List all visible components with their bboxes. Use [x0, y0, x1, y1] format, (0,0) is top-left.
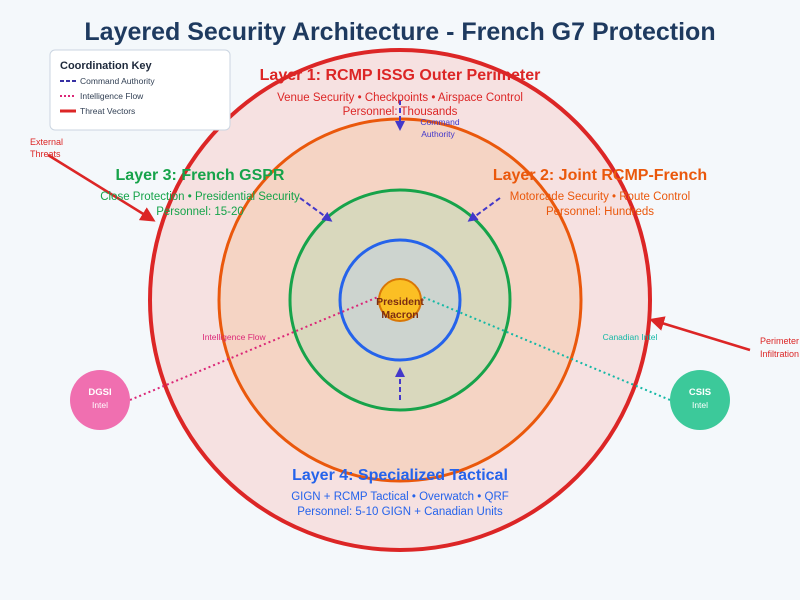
layer-2-title: Layer 2: Joint RCMP-French — [493, 167, 707, 184]
layer-1-description: Venue Security • Checkpoints • Airspace … — [277, 92, 523, 104]
page-title: Layered Security Architecture - French G… — [84, 18, 715, 46]
csis-sub: Intel — [692, 400, 708, 410]
perimeter-infiltration-annotation-line2: Infiltration — [760, 349, 799, 359]
command-arrow-left — [299, 197, 333, 222]
legend-threat-label: Threat Vectors — [80, 106, 135, 116]
perimeter-infiltration-annotation-line1: Perimeter — [760, 336, 799, 346]
layer-1-personnel: Personnel: Thousands — [343, 106, 458, 118]
legend-box — [49, 49, 231, 131]
layer-2-description: Motorcade Security • Route Control — [510, 191, 690, 203]
layer-2-personnel: Personnel: Hundreds — [546, 206, 654, 218]
layer-4-description: GIGN + RCMP Tactical • Overwatch • QRF — [291, 491, 509, 503]
legend: Coordination Key Command Authority Intel… — [49, 49, 231, 131]
dgsi-name: DGSI — [88, 387, 111, 398]
president-label-line2: Macron — [381, 309, 418, 321]
command-annotation-line2: Authority — [421, 129, 455, 139]
legend-intel-label: Intelligence Flow — [80, 91, 144, 101]
csis-name: CSIS — [689, 387, 711, 398]
layer-3-description: Close Protection • Presidential Security — [100, 191, 300, 203]
csis-node — [670, 370, 730, 430]
canadian-intel-annotation: Canadian Intel — [603, 332, 658, 342]
perimeter-infiltration-arrow — [649, 316, 751, 352]
dgsi-sub: Intel — [92, 400, 108, 410]
president-marker — [378, 278, 422, 322]
intelligence-flow-annotation: Intelligence Flow — [202, 332, 266, 342]
layer-3-title: Layer 3: French GSPR — [116, 167, 285, 184]
president-label-line1: President — [376, 296, 424, 308]
external-threat-arrow — [47, 153, 156, 222]
layer-3-personnel: Personnel: 15-20 — [156, 206, 244, 218]
external-threats-annotation-line1: External — [30, 137, 63, 147]
legend-command-label: Command Authority — [80, 76, 155, 86]
layer-4-personnel: Personnel: 5-10 GIGN + Canadian Units — [297, 506, 503, 518]
external-threats-annotation-line2: Threats — [30, 149, 61, 159]
command-annotation-line1: Command — [420, 117, 459, 127]
layer-4-title: Layer 4: Specialized Tactical — [292, 467, 508, 484]
dgsi-node — [70, 370, 130, 430]
layer-1-title: Layer 1: RCMP ISSG Outer Perimeter — [260, 67, 541, 84]
command-arrow-right — [467, 197, 501, 222]
legend-title: Coordination Key — [60, 60, 153, 72]
